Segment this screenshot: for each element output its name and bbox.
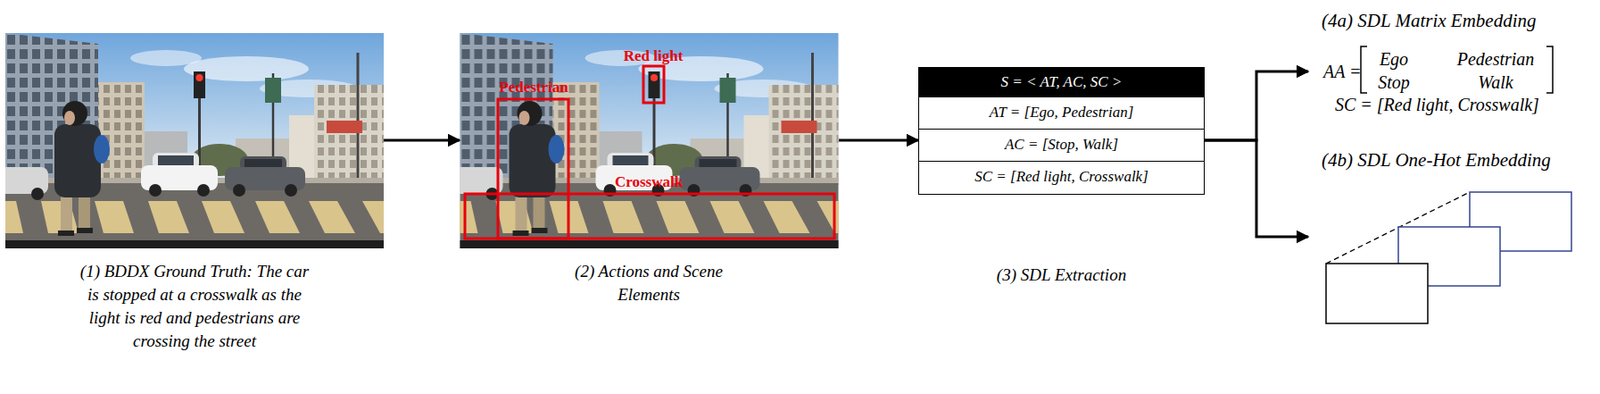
object-label: Pedestrian bbox=[498, 78, 568, 97]
caption: (3) SDL Extraction bbox=[996, 265, 1127, 286]
matrix-cell: Pedestrian bbox=[1457, 48, 1535, 70]
table-row: SC = [Red light, Crosswalk] bbox=[919, 160, 1204, 193]
table-row: AC = [Stop, Walk] bbox=[919, 128, 1204, 161]
caption: (1) BDDX Ground Truth: The car is stoppe… bbox=[74, 259, 316, 353]
street-photo bbox=[442, 33, 866, 249]
caption: (2) Actions and Scene Elements bbox=[555, 259, 743, 307]
flow-arrow bbox=[1204, 71, 1309, 141]
vector-text: SC = [Red light, Crosswalk] bbox=[1334, 93, 1540, 116]
flow-arrow bbox=[383, 139, 460, 142]
panel-title: (4a) SDL Matrix Embedding bbox=[1321, 9, 1537, 33]
embedding-panel: (4b) SDL One-Hot Embedding bbox=[1308, 142, 1590, 335]
panel-title: (4b) SDL One-Hot Embedding bbox=[1321, 149, 1551, 172]
photo-panel: (1) BDDX Ground Truth: The car is stoppe… bbox=[5, 33, 384, 249]
table-cell-text: SC = [Red light, Crosswalk] bbox=[974, 167, 1149, 186]
matrix-cell: Stop bbox=[1377, 71, 1410, 93]
detection-boxes bbox=[464, 66, 835, 239]
flow-arrow bbox=[1204, 140, 1309, 237]
object-label: Crosswalk bbox=[614, 173, 683, 191]
flow-arrow bbox=[838, 139, 919, 142]
table-cell-text: S = < AT, AC, SC > bbox=[1001, 73, 1123, 92]
matrix-brackets bbox=[1360, 46, 1553, 93]
table-cell-text: AT = [Ego, Pedestrian] bbox=[989, 103, 1135, 122]
street-photo bbox=[0, 33, 411, 249]
object-label: Red light bbox=[623, 47, 684, 66]
photo-panel: (2) Actions and Scene Elements bbox=[459, 33, 839, 249]
embedding-panel: (4a) SDL Matrix Embedding AA = Ego Pedestri… bbox=[1308, 7, 1590, 124]
matrix-cell: Walk bbox=[1477, 71, 1513, 93]
table-cell-text: AC = [Stop, Walk] bbox=[1004, 135, 1119, 154]
matrix-name: AA = bbox=[1323, 60, 1362, 83]
table-header: S = < AT, AC, SC > bbox=[919, 67, 1204, 97]
one-hot-stack bbox=[1326, 191, 1572, 324]
matrix-cell: Ego bbox=[1379, 48, 1409, 70]
sdl-table: (3) SDL ExtractionS = < AT, AC, SC >AT =… bbox=[918, 66, 1205, 195]
table-row: AT = [Ego, Pedestrian] bbox=[919, 96, 1204, 129]
